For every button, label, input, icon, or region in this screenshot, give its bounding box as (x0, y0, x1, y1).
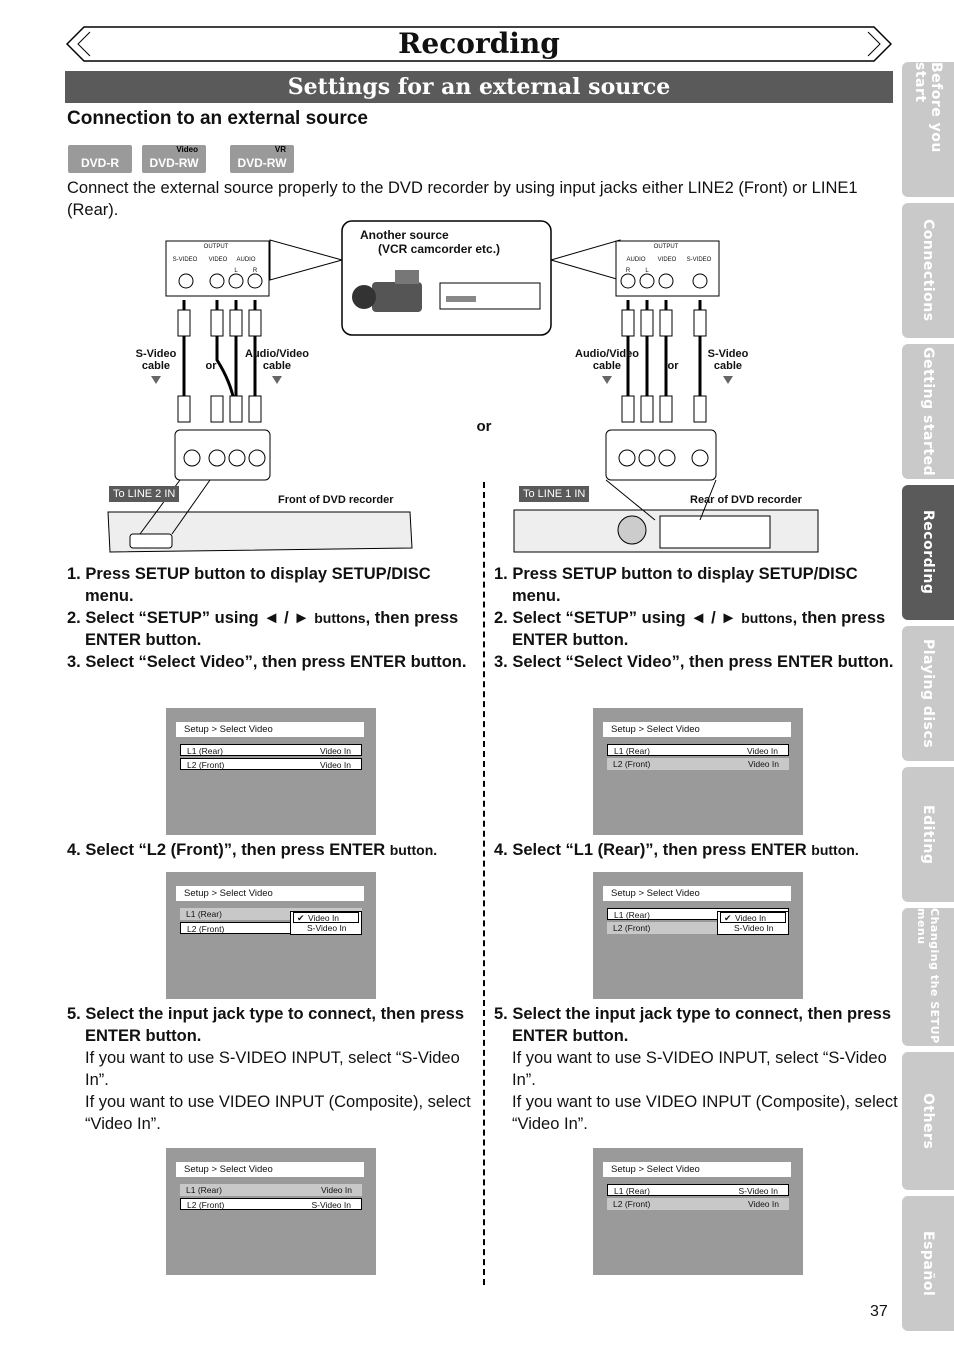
banner-frame (66, 26, 892, 62)
check-icon: ✔ (297, 913, 305, 923)
audio-small-left: AUDIO (236, 257, 256, 263)
left-step-5: 5. Select the input jack type to connect… (67, 1005, 471, 1133)
l-small-right: L (645, 268, 649, 274)
rear-dvd-recorder (513, 479, 819, 553)
dvd-r-badge: DVD-R (68, 145, 132, 173)
output-label-left: OUTPUT (203, 244, 229, 250)
tab-others[interactable]: Others (902, 1052, 954, 1190)
r-small-left: R (252, 268, 258, 274)
output-label-right: OUTPUT (653, 244, 679, 250)
tab-recording[interactable]: Recording (902, 485, 954, 620)
svideo-cable-label-left: S-Video cable (135, 348, 177, 372)
front-dvd-recorder (107, 479, 413, 553)
to-line2-tag: To LINE 2 IN (109, 486, 180, 502)
menu-screen-right-3: Setup > Select Video L1 (Rear)S-Video In… (593, 1148, 803, 1275)
tab-changing-setup-menu[interactable]: Changing the SETUP menu (902, 908, 954, 1046)
intro-text: Connect the external source properly to … (67, 179, 858, 219)
row-l1[interactable]: L1 (Rear)Video In (607, 744, 789, 756)
right-step-4: 4. Select “L1 (Rear)”, then press ENTER … (494, 841, 859, 859)
menu-screen-right-2: Setup > Select Video L1 (Rear) L2 (Front… (593, 872, 803, 999)
dvd-rw-vr-badge: VR DVD-RW (230, 145, 294, 173)
l-small-left: L (234, 268, 238, 274)
left-step-1: 1. Press SETUP button to display SETUP/D… (67, 565, 431, 605)
right-step-2: 2. Select “SETUP” using ◄ / ► buttons, t… (494, 609, 886, 649)
source-label-1: Another source (360, 228, 449, 242)
connection-diagram (107, 220, 819, 553)
vcr-icon (439, 282, 541, 310)
right-steps-1-3: 1. Press SETUP button to display SETUP/D… (494, 563, 904, 673)
svideo-small-left: S-VIDEO (172, 257, 198, 263)
page-number: 37 (870, 1303, 888, 1320)
check-icon: ✔ (724, 913, 732, 923)
row-l1[interactable]: L1 (Rear)Video In (180, 744, 362, 756)
dvd-rw-video-badge: Video DVD-RW (142, 145, 206, 173)
video-small-left: VIDEO (208, 257, 228, 263)
page-title: Recording (398, 27, 560, 60)
row-l2[interactable]: L2 (Front)Video In (180, 758, 362, 770)
or-center-label: or (476, 418, 492, 435)
camcorder-icon (352, 270, 422, 312)
source-label-2: (VCR camcorder etc.) (378, 242, 501, 256)
row-l1[interactable]: L1 (Rear)S-Video In (607, 1184, 789, 1196)
row-l1[interactable]: L1 (Rear)Video In (180, 1184, 362, 1196)
right-step-5: 5. Select the input jack type to connect… (494, 1005, 898, 1133)
left-step-3: 3. Select “Select Video”, then press ENT… (67, 653, 467, 671)
section-title: Settings for an external source (65, 71, 893, 103)
input-type-popup[interactable]: ✔Video In S-Video In (290, 911, 362, 935)
r-small-right: R (625, 268, 631, 274)
tab-getting-started[interactable]: Getting started (902, 344, 954, 479)
to-line1-tag: To LINE 1 IN (519, 486, 590, 502)
left-step-4: 4. Select “L2 (Front)”, then press ENTER… (67, 841, 438, 859)
row-l2[interactable]: L2 (Front)Video In (607, 1198, 789, 1210)
right-step-3: 3. Select “Select Video”, then press ENT… (494, 653, 894, 671)
audio-small-right: AUDIO (626, 257, 646, 263)
front-recorder-label: Front of DVD recorder (278, 494, 394, 506)
menu-screen-left-3: Setup > Select Video L1 (Rear)Video In L… (166, 1148, 376, 1275)
tab-espanol[interactable]: Español (902, 1196, 954, 1331)
input-type-popup[interactable]: ✔Video In S-Video In (717, 911, 789, 935)
av-cable-label-left: Audio/Video cable (245, 348, 309, 372)
tab-playing-discs[interactable]: Playing discs (902, 626, 954, 761)
or-label-left: or (205, 360, 217, 372)
or-label-right: or (667, 360, 679, 372)
menu-screen-left-2: Setup > Select Video L1 (Rear) L2 (Front… (166, 872, 376, 999)
title-banner: Recording (66, 26, 892, 62)
left-steps-1-3: 1. Press SETUP button to display SETUP/D… (67, 563, 477, 673)
row-l2[interactable]: L2 (Front)Video In (607, 758, 789, 770)
left-step-2: 2. Select “SETUP” using ◄ / ► buttons, t… (67, 609, 459, 649)
row-l2[interactable]: L2 (Front)S-Video In (180, 1198, 362, 1210)
svideo-small-right: S-VIDEO (686, 257, 712, 263)
column-divider (483, 482, 485, 1285)
video-small-right: VIDEO (657, 257, 677, 263)
sub-heading: Connection to an external source (67, 108, 368, 129)
menu-screen-right-1: Setup > Select Video L1 (Rear)Video In L… (593, 708, 803, 835)
rear-recorder-label: Rear of DVD recorder (690, 494, 802, 506)
right-step-1: 1. Press SETUP button to display SETUP/D… (494, 565, 858, 605)
menu-screen-left-1: Setup > Select Video L1 (Rear)Video In L… (166, 708, 376, 835)
av-cable-label-right: Audio/Video cable (575, 348, 639, 372)
tab-connections[interactable]: Connections (902, 203, 954, 338)
tab-editing[interactable]: Editing (902, 767, 954, 902)
svideo-cable-label-right: S-Video cable (707, 348, 749, 372)
tab-before-you-start[interactable]: Before you start (902, 62, 954, 197)
